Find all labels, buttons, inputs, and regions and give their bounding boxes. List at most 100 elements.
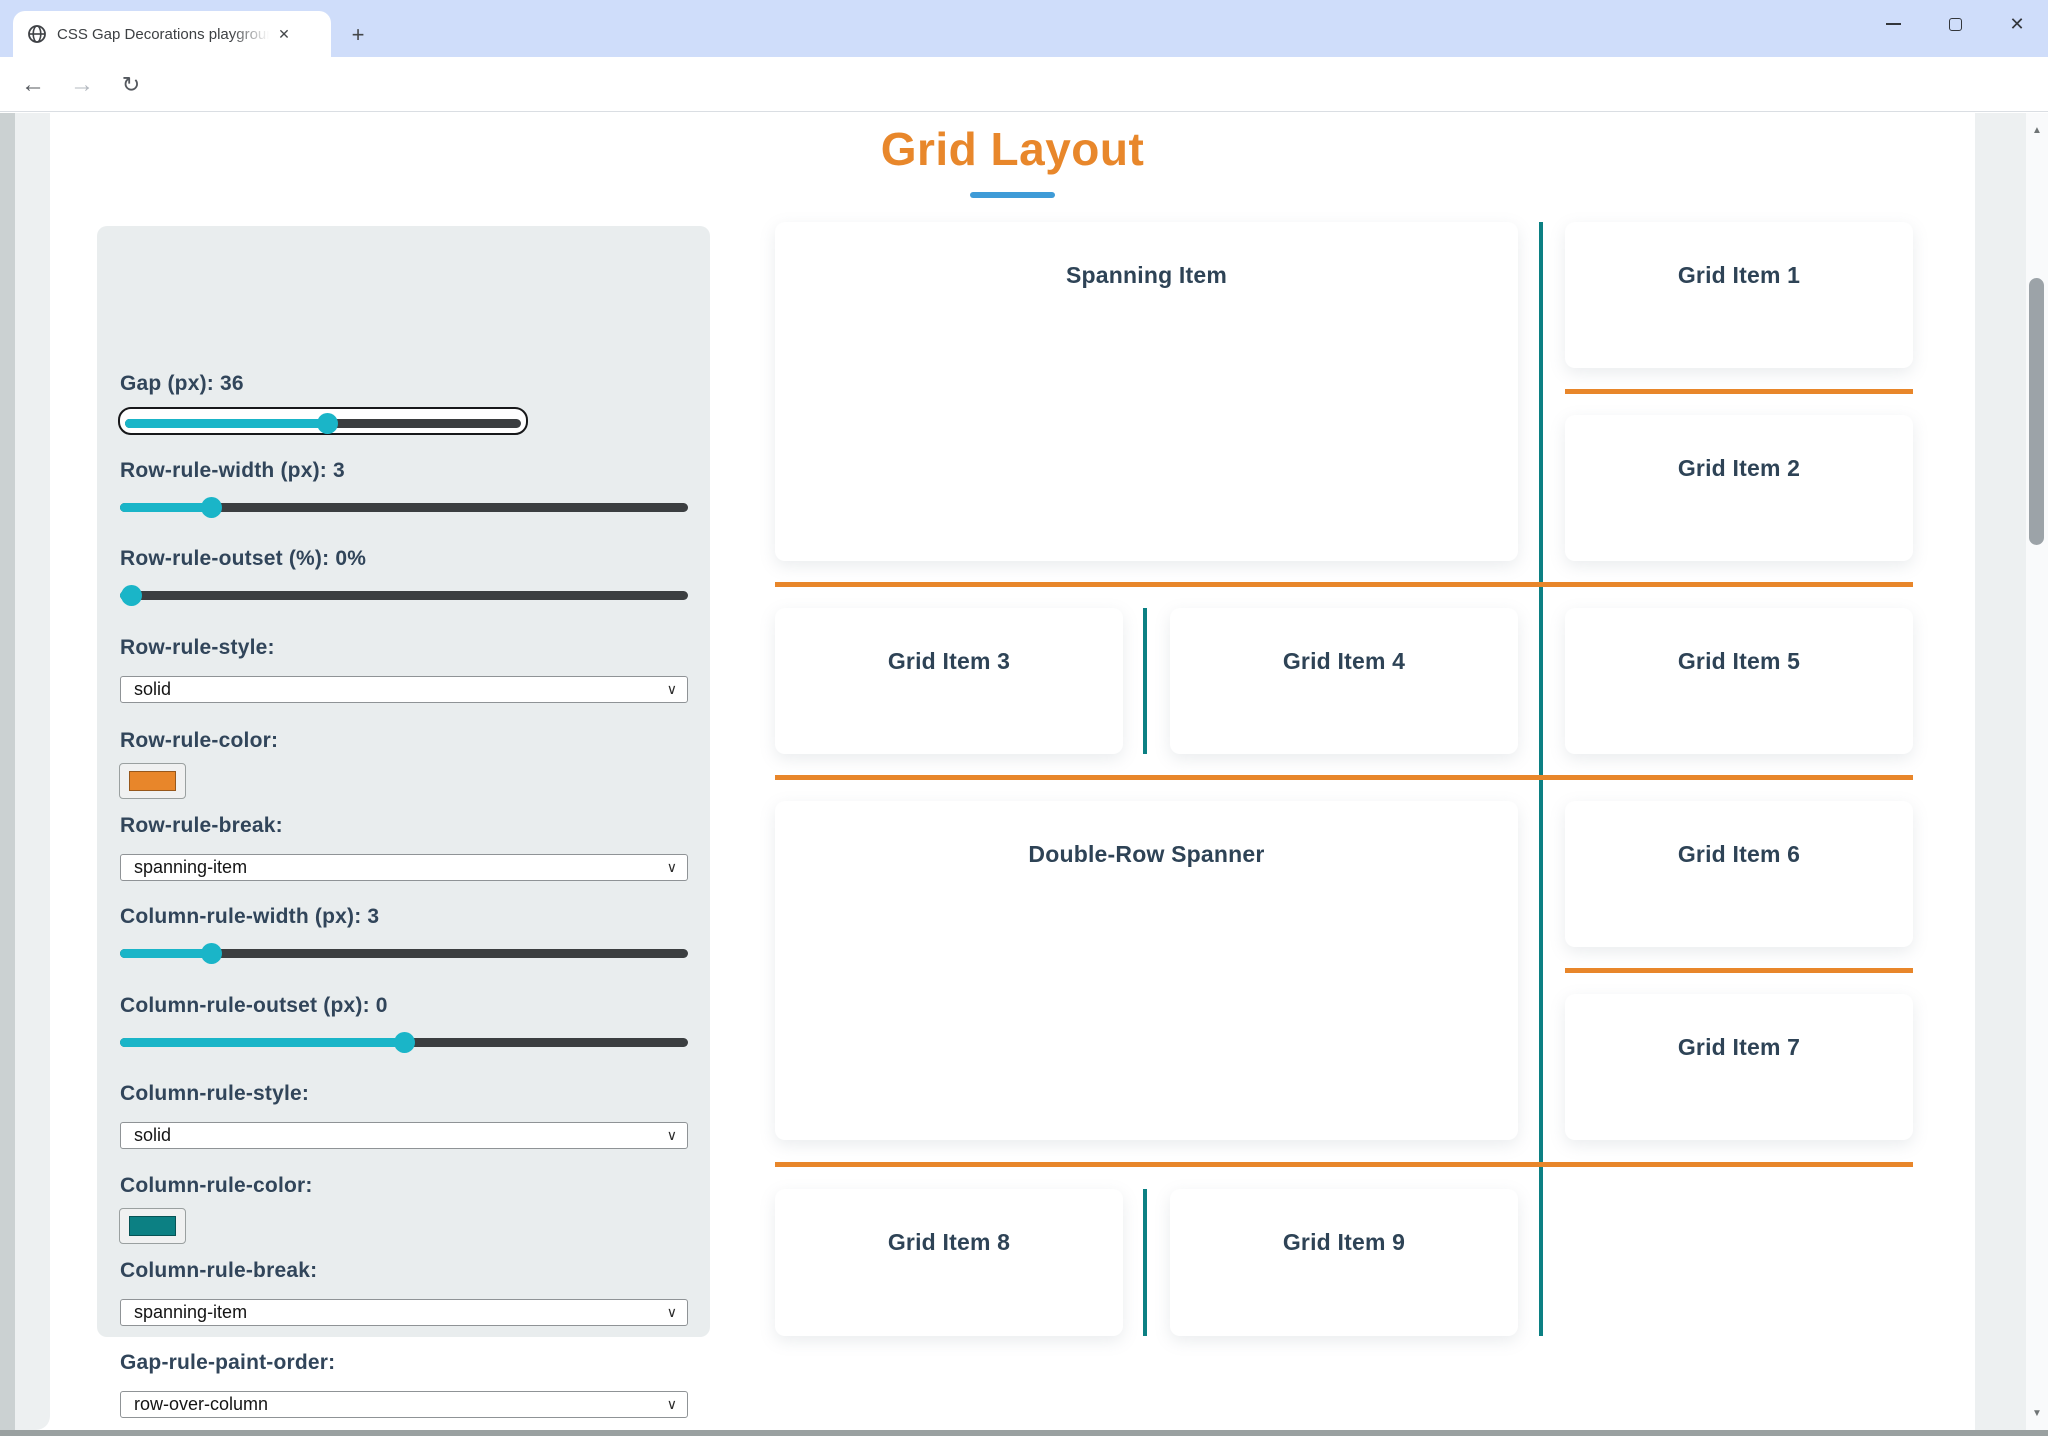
row-rule-width-label: Row-rule-width (px): 3 <box>120 459 345 482</box>
grid-item-8: Grid Item 8 <box>775 1189 1123 1336</box>
row-rule-break-select[interactable]: spanning-item ∨ <box>120 854 688 881</box>
row-rule-outset-label: Row-rule-outset (%): 0% <box>120 547 367 570</box>
grid-item-label: Double-Row Spanner <box>1028 841 1265 867</box>
column-rule-break-select[interactable]: spanning-item ∨ <box>120 1299 688 1326</box>
row-rule-color-label: Row-rule-color: <box>120 729 279 752</box>
column-rule-outset-slider[interactable] <box>120 1029 688 1055</box>
minimize-button[interactable] <box>1862 0 1924 48</box>
page-title: Grid Layout <box>880 123 1145 175</box>
grid-item-label: Grid Item 1 <box>1677 262 1801 288</box>
chevron-down-icon: ∨ <box>666 681 677 697</box>
vertical-scrollbar[interactable]: ▲ ▼ <box>2026 113 2048 1430</box>
grid-item-spanning: Spanning Item <box>775 222 1518 561</box>
column-rule-break-value: spanning-item <box>134 1302 248 1322</box>
minimize-icon <box>1885 23 1901 25</box>
browser-toolbar: ← → ↻ microsoftedge.github.io/Demos/css-… <box>0 57 2048 165</box>
chevron-down-icon: ∨ <box>666 1396 677 1412</box>
row-rule-color-swatch <box>129 771 176 791</box>
grid-item-2: Grid Item 2 <box>1565 415 1913 561</box>
close-button[interactable]: ✕ <box>1986 0 2048 48</box>
gap-label: Gap (px): 36 <box>120 372 244 395</box>
grid-item-label: Grid Item 8 <box>887 1229 1011 1255</box>
gap-slider-focus-ring <box>118 407 528 435</box>
column-rule-width-label: Column-rule-width (px): 3 <box>120 905 380 928</box>
reload-button[interactable]: ↻ <box>121 71 141 97</box>
grid-item-label: Grid Item 4 <box>1282 648 1406 674</box>
gap-rule-paint-order-select[interactable]: row-over-column ∨ <box>120 1391 688 1418</box>
row-rule-style-select[interactable]: solid ∨ <box>120 676 688 703</box>
column-rule-break-label: Column-rule-break: <box>120 1259 318 1282</box>
row-rule-style-label: Row-rule-style: <box>120 636 275 659</box>
column-rule-outset-slider-thumb[interactable] <box>394 1031 415 1053</box>
chevron-down-icon: ∨ <box>666 859 677 875</box>
grid-item-label: Grid Item 2 <box>1677 455 1801 481</box>
row-rule-3 <box>775 775 1913 780</box>
row-rule-break-value: spanning-item <box>134 857 248 877</box>
scrollbar-thumb[interactable] <box>2029 278 2044 545</box>
tab-close-icon[interactable]: ✕ <box>278 25 290 42</box>
scroll-down-icon[interactable]: ▼ <box>2032 1407 2042 1419</box>
maximize-icon <box>1948 17 1962 31</box>
back-button[interactable]: ← <box>21 70 45 98</box>
column-rule-row6 <box>1143 1189 1147 1336</box>
column-rule-style-value: solid <box>134 1125 172 1145</box>
column-rule-style-label: Column-rule-style: <box>120 1082 310 1105</box>
chevron-down-icon: ∨ <box>666 1127 677 1143</box>
row-rule-4 <box>1565 968 1913 973</box>
row-rule-2 <box>775 582 1913 587</box>
gap-rule-paint-order-label: Gap-rule-paint-order: <box>120 1351 336 1374</box>
page-viewport: Grid Layout Gap (px): 36 Row-rule-width … <box>0 113 2048 1430</box>
gap-rule-paint-order-value: row-over-column <box>134 1394 269 1414</box>
row-rule-break-label: Row-rule-break: <box>120 814 283 837</box>
left-window-edge <box>0 113 15 1430</box>
row-rule-style-value: solid <box>134 679 172 699</box>
row-rule-1 <box>1565 389 1913 394</box>
row-rule-5 <box>775 1162 1913 1167</box>
grid-item-9: Grid Item 9 <box>1170 1189 1518 1336</box>
grid-item-1: Grid Item 1 <box>1565 222 1913 368</box>
new-tab-button[interactable]: + <box>351 22 365 47</box>
page-header: Grid Layout <box>50 122 1975 198</box>
forward-button[interactable]: → <box>70 70 94 98</box>
gap-slider[interactable] <box>125 410 521 436</box>
close-icon: ✕ <box>2009 14 2025 34</box>
gap-slider-thumb[interactable] <box>316 412 338 434</box>
column-rule-width-slider[interactable] <box>120 940 688 966</box>
row-rule-width-slider[interactable] <box>120 494 688 520</box>
row-rule-width-slider-thumb[interactable] <box>200 496 222 518</box>
grid-item-label: Spanning Item <box>1065 262 1228 288</box>
column-rule-style-select[interactable]: solid ∨ <box>120 1122 688 1149</box>
column-rule-color-picker[interactable] <box>119 1208 186 1244</box>
title-underline <box>970 192 1055 198</box>
grid-item-3: Grid Item 3 <box>775 608 1123 754</box>
left-page-gutter <box>15 113 50 1430</box>
grid-item-label: Grid Item 7 <box>1677 1034 1801 1060</box>
tab-bar: CSS Gap Decorations playgroun ✕ + ✕ <box>0 0 2048 57</box>
grid-item-6: Grid Item 6 <box>1565 801 1913 947</box>
chevron-down-icon: ∨ <box>666 1304 677 1320</box>
column-rule-row3 <box>1143 608 1147 754</box>
right-page-gutter <box>1975 113 2026 1430</box>
grid-item-label: Grid Item 5 <box>1677 648 1801 674</box>
row-rule-outset-slider[interactable] <box>120 582 688 608</box>
grid-item-label: Grid Item 9 <box>1282 1229 1406 1255</box>
globe-favicon-icon <box>28 25 46 43</box>
grid-item-5: Grid Item 5 <box>1565 608 1913 754</box>
grid-item-double-row-spanner: Double-Row Spanner <box>775 801 1518 1140</box>
tab-title: CSS Gap Decorations playgroun <box>57 25 269 43</box>
controls-panel: Gap (px): 36 Row-rule-width (px): 3 Row-… <box>97 226 710 1418</box>
column-rule-color-swatch <box>129 1216 176 1236</box>
maximize-button[interactable] <box>1924 0 1986 48</box>
grid-item-4: Grid Item 4 <box>1170 608 1518 754</box>
window-controls: ✕ <box>1862 0 2048 48</box>
grid-item-label: Grid Item 3 <box>887 648 1011 674</box>
grid-item-label: Grid Item 6 <box>1677 841 1801 867</box>
window-bottom-edge <box>0 1430 2048 1436</box>
browser-tab[interactable]: CSS Gap Decorations playgroun ✕ <box>13 11 331 57</box>
scroll-up-icon[interactable]: ▲ <box>2032 124 2042 136</box>
column-rule-color-label: Column-rule-color: <box>120 1174 313 1197</box>
row-rule-outset-slider-thumb[interactable] <box>121 584 143 606</box>
row-rule-color-picker[interactable] <box>119 763 186 799</box>
column-rule-width-slider-thumb[interactable] <box>200 942 222 964</box>
column-rule-outset-label: Column-rule-outset (px): 0 <box>120 994 388 1017</box>
